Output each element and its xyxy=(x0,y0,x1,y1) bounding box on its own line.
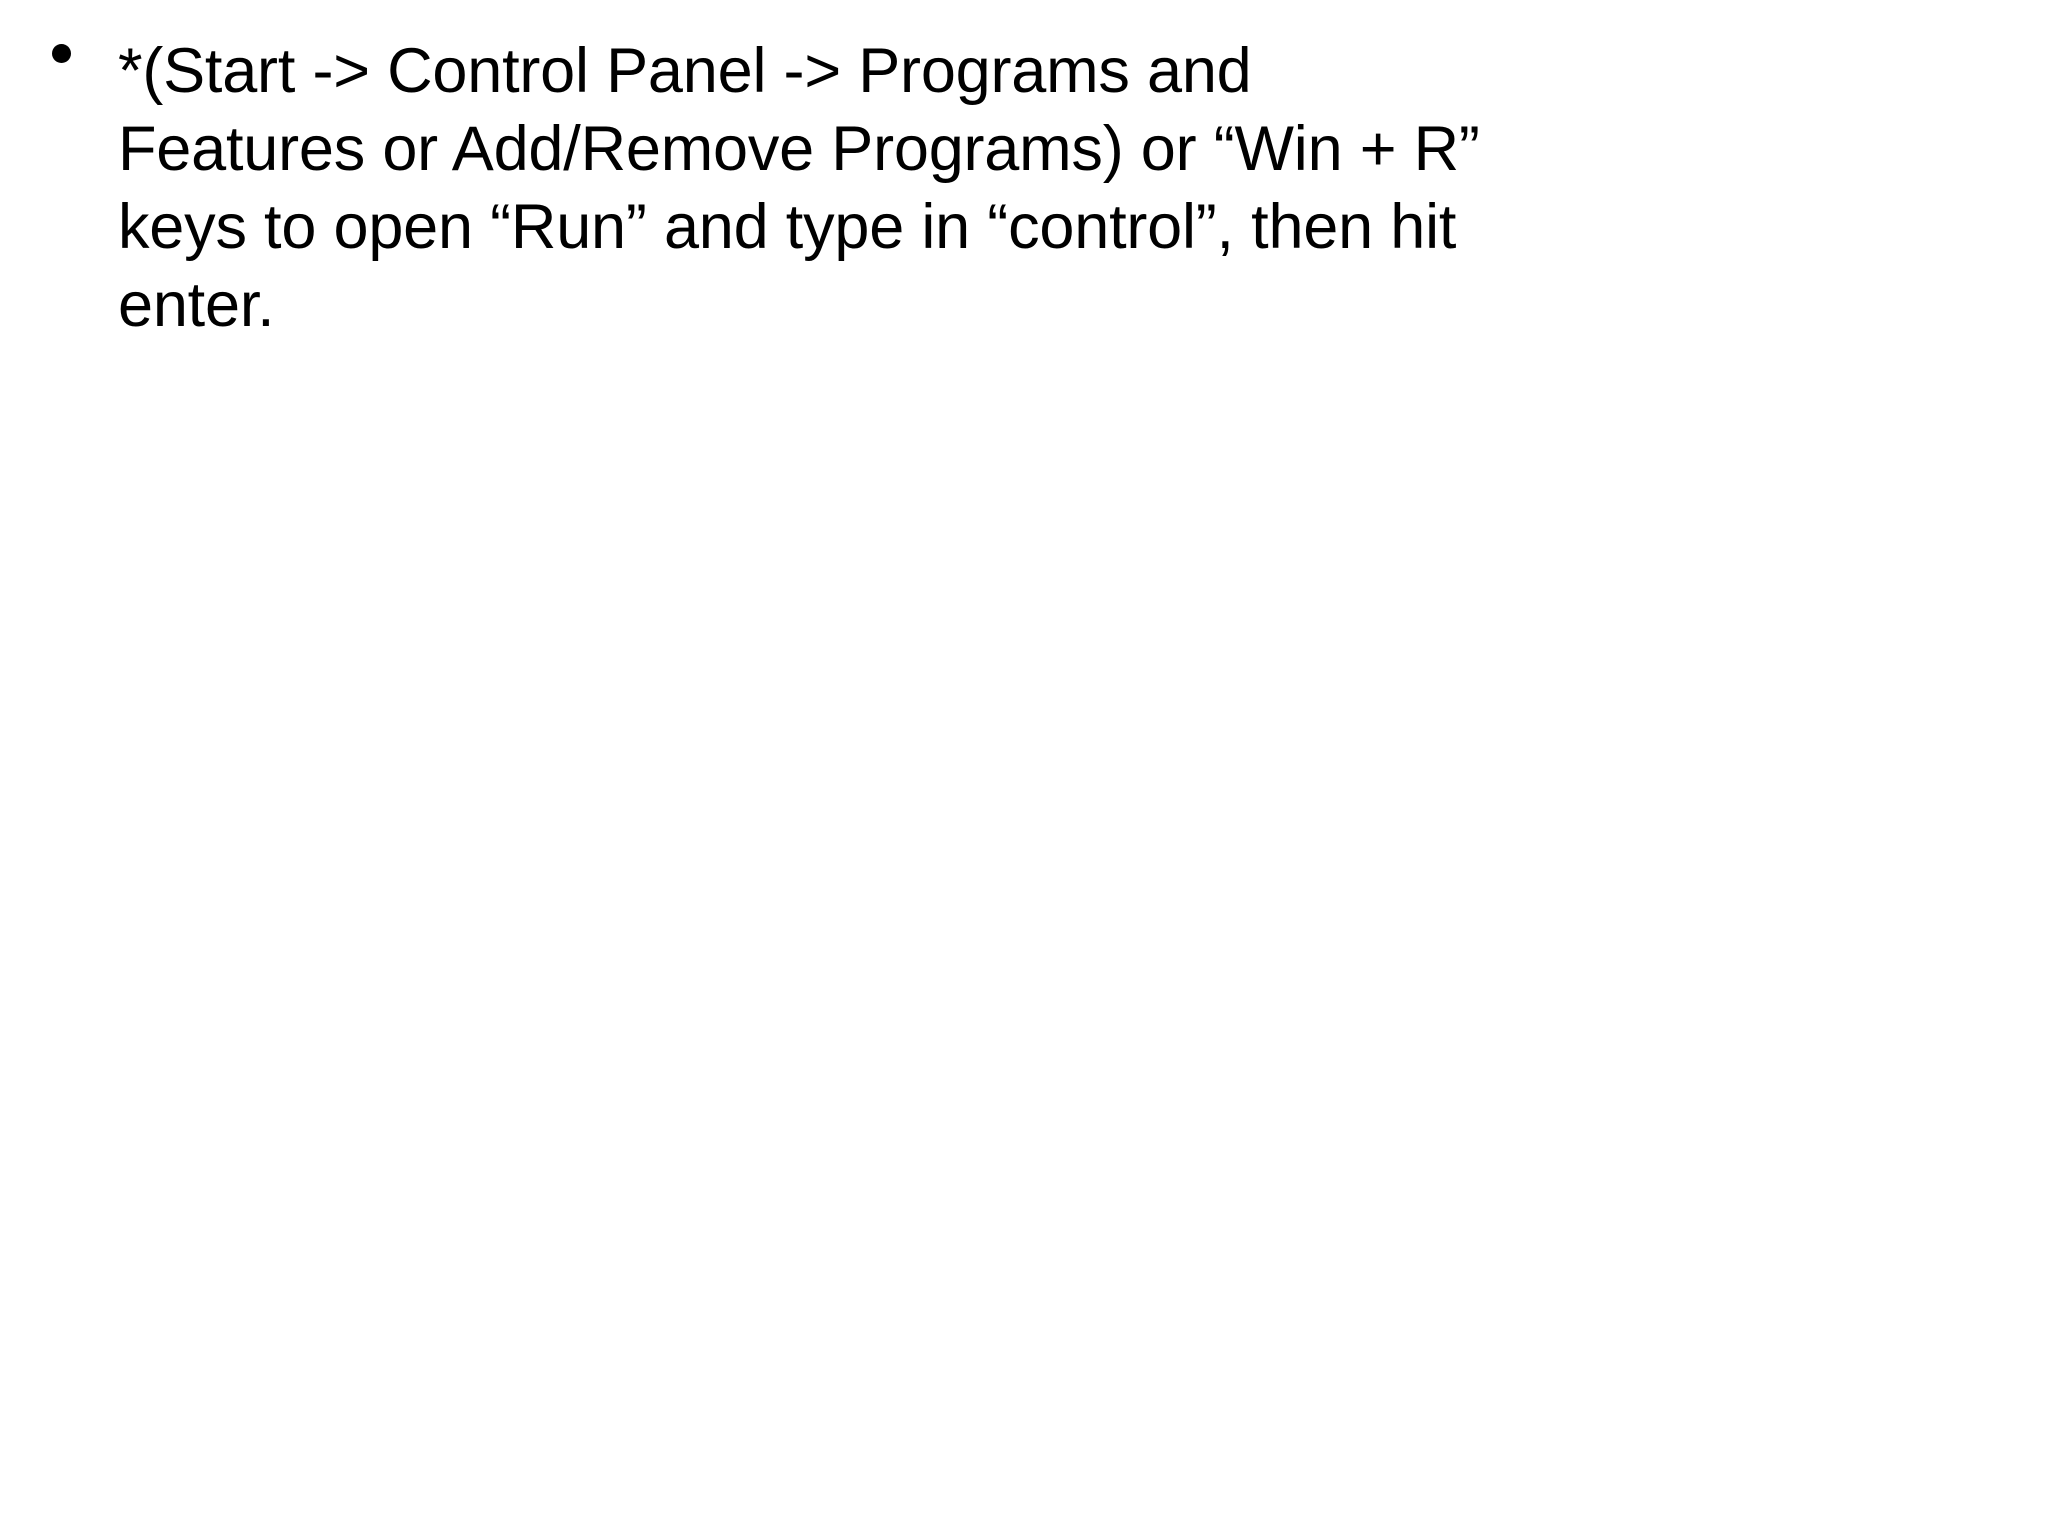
bullet-list: *(Start -> Control Panel -> Programs and… xyxy=(0,0,2048,344)
list-item: *(Start -> Control Panel -> Programs and… xyxy=(0,0,2048,344)
bullet-dot-icon xyxy=(52,44,71,63)
bullet-item-text: *(Start -> Control Panel -> Programs and… xyxy=(118,36,1480,340)
